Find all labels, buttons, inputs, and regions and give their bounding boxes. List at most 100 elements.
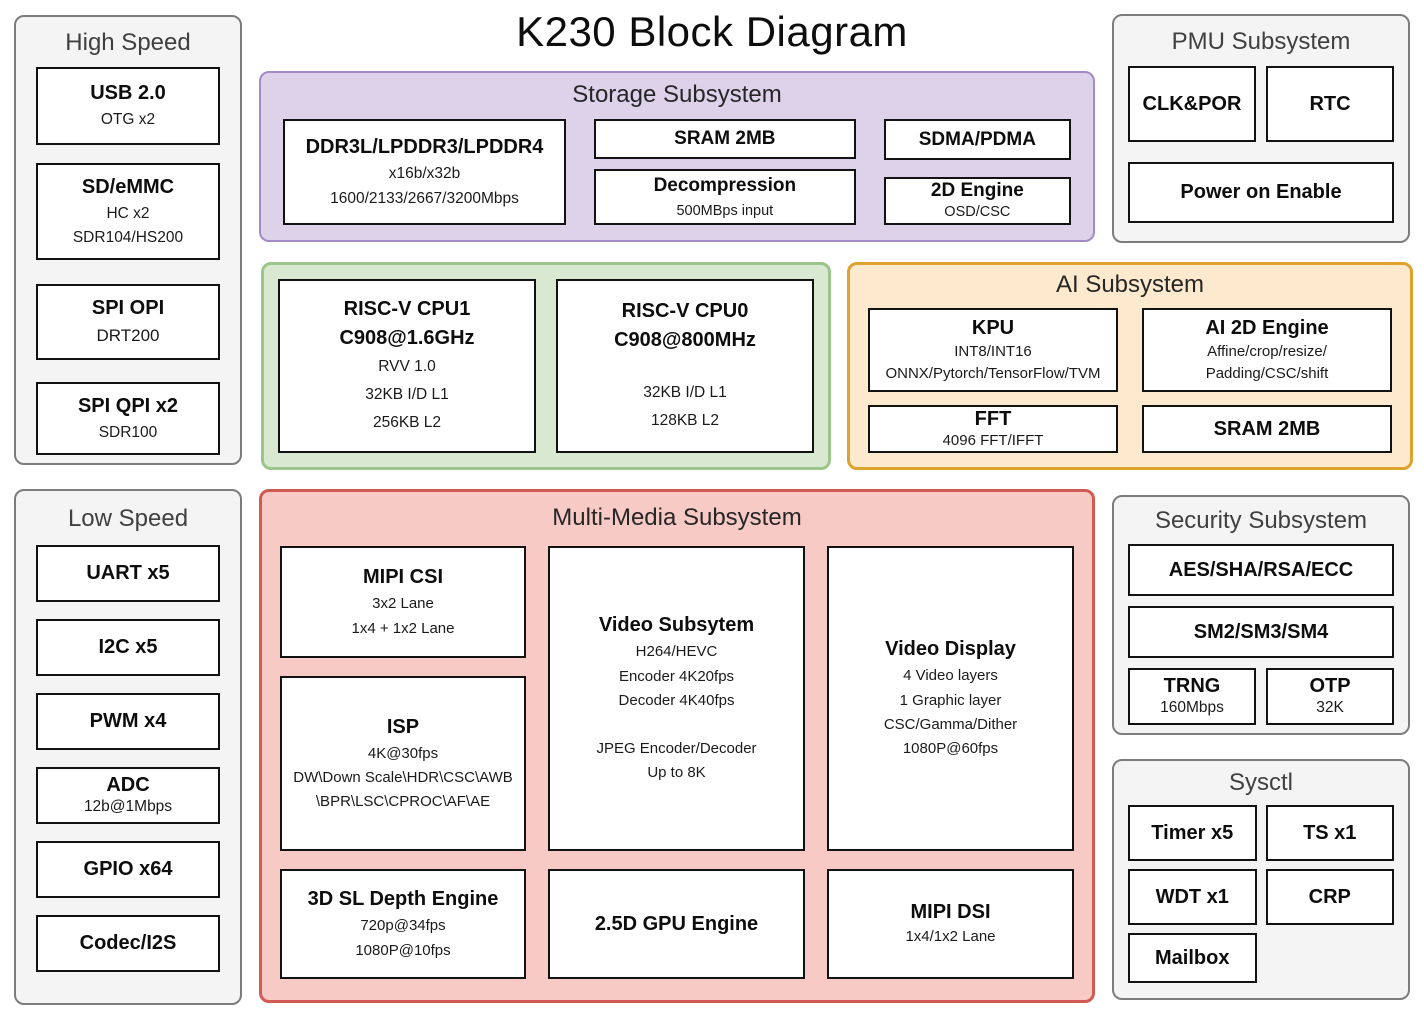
decompression-block: Decompression 500MBps input [594,169,856,225]
power-on-enable-block: Power on Enable [1128,162,1394,223]
fft-block-line: 4096 FFT/IFFT [942,432,1044,450]
cpu-blocks: RISC-V CPU1 C908@1.6GHz RVV 1.0 32KB I/D… [264,265,828,467]
cpu0-block-title: RISC-V CPU0 [621,300,749,323]
gpio-block: GPIO x64 [36,841,220,898]
cpu1-block-line: 256KB L2 [372,413,442,431]
codec-i2s-block-title: Codec/I2S [79,932,177,954]
storage-panel-title: Storage Subsystem [572,81,782,108]
cpu1-block-line: 32KB I/D L1 [365,386,449,404]
spi-opi-block: SPI OPI DRT200 [36,284,220,360]
trng-block-line: 160Mbps [1160,699,1224,717]
power-on-enable-block-title: Power on Enable [1180,181,1342,203]
cpu1-block-title: RISC-V CPU1 [343,298,471,321]
usb-block: USB 2.0 OTG x2 [36,67,220,145]
cpu0-block-line: 128KB L2 [650,412,720,429]
sm-block-title: SM2/SM3/SM4 [1193,620,1329,643]
mipi-dsi-block-title: MIPI DSI [910,900,991,923]
sysctl-panel: Sysctl Timer x5 TS x1 WDT x1 CRP Mailbox [1112,759,1410,1000]
video-subsystem-block-line: Up to 8K [647,764,706,782]
kpu-block-line: ONNX/Pytorch/TensorFlow/TVM [885,365,1101,382]
fft-block: FFT 4096 FFT/IFFT [868,405,1118,453]
isp-block-line: DW\Down Scale\HDR\CSC\AWB [293,768,513,786]
video-display-block-line: CSC/Gamma/Dither [883,716,1018,733]
high-speed-blocks: USB 2.0 OTG x2 SD/eMMC HC x2 SDR104/HS20… [16,67,240,455]
mipi-dsi-block: MIPI DSI 1x4/1x2 Lane [827,869,1074,979]
aes-sha-rsa-ecc-block: AES/SHA/RSA/ECC [1128,544,1394,596]
timer-block: Timer x5 [1128,805,1257,861]
pwm-block: PWM x4 [36,693,220,750]
ddr-block-title: DDR3L/LPDDR3/LPDDR4 [305,136,544,159]
mipi-csi-block-title: MIPI CSI [362,566,443,589]
video-subsystem-block-line: JPEG Encoder/Decoder [596,740,757,758]
mipi-csi-block-line: 3x2 Lane [372,595,434,613]
multimedia-subsystem-panel: Multi-Media Subsystem MIPI CSI 3x2 Lane … [259,489,1095,1003]
kpu-block-line: INT8/INT16 [954,342,1032,360]
ai-blocks: KPU INT8/INT16 ONNX/Pytorch/TensorFlow/T… [850,308,1410,453]
sd-emmc-block-line: HC x2 [106,204,150,222]
storage-blocks: DDR3L/LPDDR3/LPDDR4 x16b/x32b 1600/2133/… [261,119,1093,225]
gpio-block-title: GPIO x64 [83,858,173,880]
ai-2d-engine-block-line: Affine/crop/resize/ [1207,342,1327,360]
security-blocks: AES/SHA/RSA/ECC SM2/SM3/SM4 TRNG 160Mbps… [1114,544,1408,725]
clk-por-block-title: CLK&POR [1142,92,1242,115]
ddr-block-line: x16b/x32b [388,165,461,183]
fft-block-title: FFT [974,408,1012,431]
ai-subsystem-panel: AI Subsystem KPU INT8/INT16 ONNX/Pytorch… [847,262,1413,470]
video-display-block-line: 4 Video layers [903,667,998,685]
otp-block: OTP 32K [1266,668,1394,725]
crp-block: CRP [1265,869,1394,925]
trng-block-title: TRNG [1163,675,1221,698]
storage-subsystem-panel: Storage Subsystem DDR3L/LPDDR3/LPDDR4 x1… [259,71,1095,242]
video-subsystem-block-line: Encoder 4K20fps [618,667,735,685]
sdma-pdma-block-title: SDMA/PDMA [918,128,1036,150]
spi-qpi-block: SPI QPI x2 SDR100 [36,382,220,455]
depth-engine-block-title: 3D SL Depth Engine [307,888,499,911]
high-speed-panel-title: High Speed [65,29,191,56]
ddr-block: DDR3L/LPDDR3/LPDDR4 x16b/x32b 1600/2133/… [283,119,566,225]
usb-block-line: OTG x2 [100,111,156,129]
sm2-sm3-sm4-block: SM2/SM3/SM4 [1128,606,1394,658]
video-subsystem-block: Video Subsytem H264/HEVC Encoder 4K20fps… [548,546,805,851]
isp-block-line: \BPR\LSC\CPROC\AF\AE [315,793,491,811]
uart-block-title: UART x5 [86,562,170,584]
pmu-panel-title: PMU Subsystem [1171,28,1351,55]
cpu1-block-line: RVV 1.0 [378,358,436,376]
depth-engine-block-line: 1080P@10fps [355,941,451,959]
codec-i2s-block: Codec/I2S [36,915,220,972]
page-title: K230 Block Diagram [516,8,908,55]
isp-block-title: ISP [386,715,420,738]
decompression-block-title: Decompression [653,175,797,196]
kpu-block: KPU INT8/INT16 ONNX/Pytorch/TensorFlow/T… [868,308,1118,392]
sram-block-title: SRAM 2MB [674,128,776,150]
sd-emmc-block-title: SD/eMMC [81,175,175,198]
gpu-engine-block: 2.5D GPU Engine [548,869,805,979]
spi-qpi-block-line: SDR100 [98,423,158,441]
mipi-dsi-block-line: 1x4/1x2 Lane [905,927,996,945]
wdt-block-title: WDT x1 [1155,885,1229,908]
adc-block: ADC 12b@1Mbps [36,767,220,824]
storage-middle-column: SRAM 2MB Decompression 500MBps input [594,119,856,225]
multimedia-blocks: MIPI CSI 3x2 Lane 1x4 + 1x2 Lane Video S… [262,546,1092,999]
video-display-block-line: 1080P@60fps [902,740,999,758]
security-subsystem-panel: Security Subsystem AES/SHA/RSA/ECC SM2/S… [1112,495,1410,735]
crp-block-title: CRP [1308,885,1351,908]
isp-block: ISP 4K@30fps DW\Down Scale\HDR\CSC\AWB \… [280,676,526,851]
pwm-block-title: PWM x4 [89,710,167,732]
video-subsystem-block-line: H264/HEVC [635,643,718,661]
timer-block-title: Timer x5 [1151,821,1234,844]
pmu-subsystem-panel: PMU Subsystem CLK&POR RTC Power on Enabl… [1112,14,1410,243]
video-display-block-title: Video Display [885,638,1016,661]
ai-sram-block: SRAM 2MB [1142,405,1392,453]
security-bottom-row: TRNG 160Mbps OTP 32K [1128,668,1394,725]
ai-panel-title: AI Subsystem [1055,271,1205,298]
ai-2d-engine-block: AI 2D Engine Affine/crop/resize/ Padding… [1142,308,1392,392]
cpu1-block-subtitle: C908@1.6GHz [339,327,475,350]
riscv-cpu0-block: RISC-V CPU0 C908@800MHz 32KB I/D L1 128K… [556,279,814,453]
pmu-blocks: CLK&POR RTC Power on Enable [1114,66,1408,223]
ddr-block-line: 1600/2133/2667/3200Mbps [330,189,519,207]
mipi-csi-block-line: 1x4 + 1x2 Lane [351,619,455,637]
sd-emmc-block: SD/eMMC HC x2 SDR104/HS200 [36,163,220,260]
mailbox-block: Mailbox [1128,933,1257,983]
storage-right-column: SDMA/PDMA 2D Engine OSD/CSC [883,119,1071,225]
